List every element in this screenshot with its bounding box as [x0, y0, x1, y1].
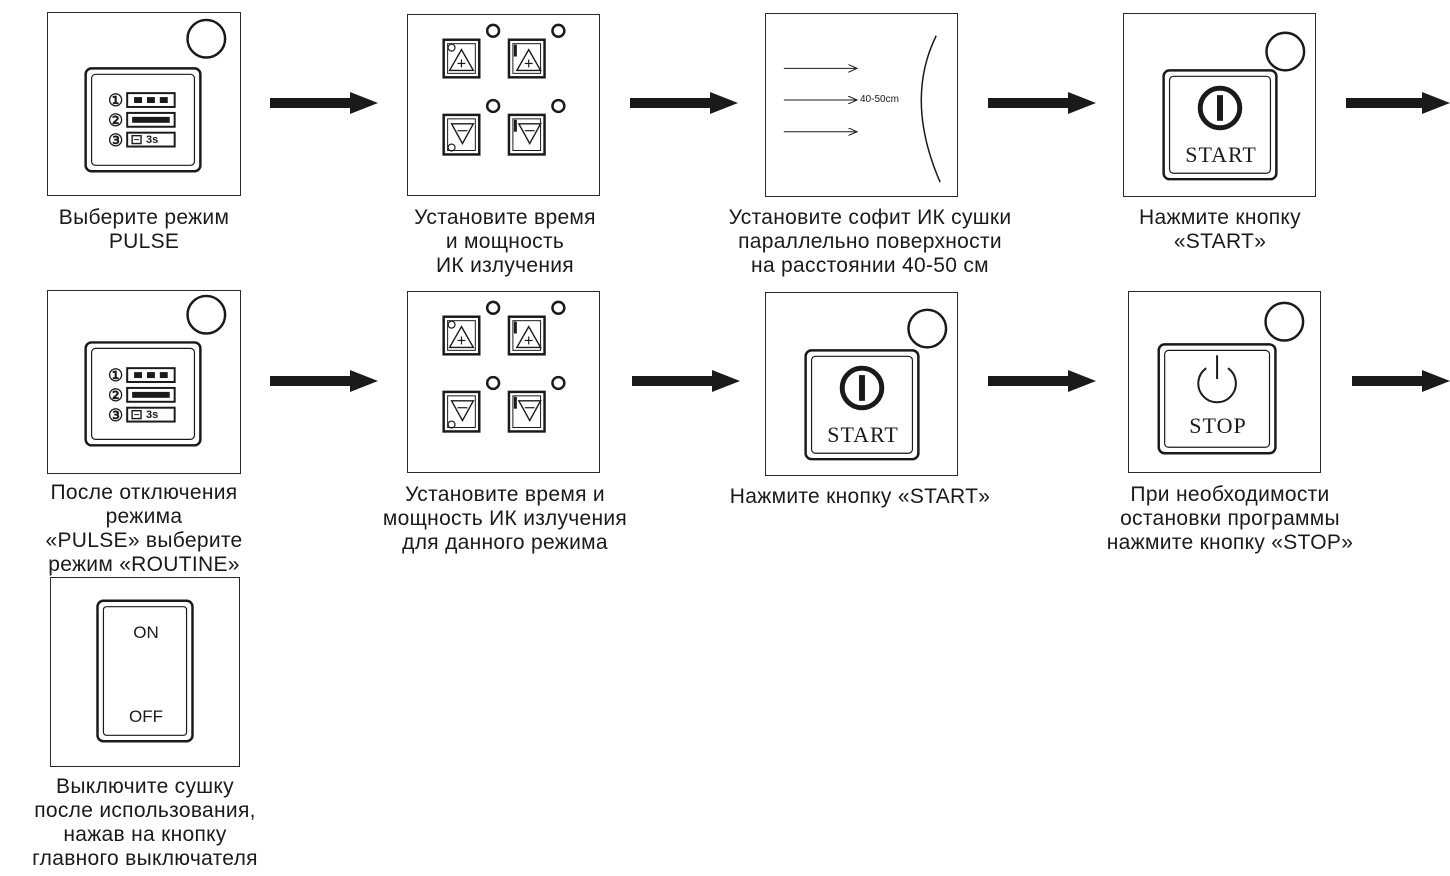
- indicator-ring-icon: [551, 98, 566, 114]
- stop-button-frame: [1157, 343, 1277, 455]
- step-select-routine-panel: ① ② ③ 3s: [47, 290, 241, 474]
- mode-selector-frame: [84, 67, 202, 173]
- step-select-routine-caption: После отключения режима «PULSE» выберите…: [45, 481, 243, 576]
- flow-arrow-icon: [1352, 370, 1450, 392]
- flow-arrow-icon: [1346, 92, 1450, 114]
- mode-row-1-number: ①: [108, 366, 124, 385]
- indicator-ring-icon: [907, 308, 948, 349]
- time-up-button: [442, 38, 481, 79]
- step-press-start-caption: Нажмите кнопку «START»: [1139, 206, 1301, 253]
- step-main-switch-panel: ON OFF: [50, 577, 240, 767]
- timer-label: 3s: [146, 134, 159, 146]
- mode-2-display: [126, 111, 176, 128]
- thermometer-icon: [513, 119, 517, 132]
- power-icon: [839, 365, 885, 411]
- indicator-ring-icon: [1265, 31, 1306, 72]
- indicator-ring-icon: [1264, 301, 1305, 342]
- mode-3-display: [126, 406, 176, 423]
- indicator-ring-icon: [485, 98, 501, 114]
- indicator-ring-icon: [551, 23, 566, 38]
- mode-selector-frame: [84, 341, 202, 447]
- step-press-start-routine-panel: START: [765, 292, 958, 476]
- flow-arrow-icon: [632, 370, 742, 392]
- lamp-distance-graphic: [783, 35, 941, 183]
- rocker-switch-frame: [96, 599, 194, 743]
- flow-arrow-icon: [630, 92, 740, 114]
- indicator-ring-icon: [186, 294, 227, 335]
- step-position-lamp-caption: Установите софит ИК сушки параллельно по…: [728, 206, 1012, 277]
- step-press-start-routine-caption: Нажмите кнопку «START»: [729, 485, 991, 508]
- indicator-ring-icon: [485, 23, 501, 38]
- stop-button-label: STOP: [1189, 413, 1247, 438]
- start-button-graphic: [804, 308, 948, 461]
- surface-curve: [920, 35, 941, 183]
- switch-off-label: OFF: [129, 707, 163, 726]
- step-set-time-power-panel: [407, 14, 600, 196]
- mode-panel-graphic: [84, 18, 227, 173]
- stop-button-graphic: [1157, 301, 1305, 455]
- flow-arrow-icon: [988, 370, 1098, 392]
- standby-icon: [1197, 367, 1237, 404]
- step-main-switch-caption: Выключите сушку после использования, наж…: [32, 775, 258, 870]
- indicator-ring-icon: [485, 300, 501, 315]
- indicator-ring-icon: [551, 300, 566, 315]
- timer-icon: [131, 409, 142, 420]
- clock-icon: [447, 43, 456, 52]
- power-down-button: [507, 113, 546, 156]
- mode-3-display: [126, 131, 176, 148]
- time-down-button: [442, 113, 481, 156]
- thermometer-icon: [513, 44, 517, 57]
- start-button-graphic: [1162, 31, 1306, 181]
- time-down-button: [442, 390, 481, 433]
- thermometer-icon: [513, 396, 517, 409]
- switch-on-label: ON: [133, 623, 159, 642]
- step-set-time-power-routine-panel: [407, 291, 600, 473]
- step-press-start-panel: START: [1123, 13, 1316, 197]
- power-up-button: [507, 315, 546, 356]
- timer-icon: [131, 134, 142, 145]
- start-button-frame: [804, 349, 920, 461]
- step-set-time-power-caption: Установите время и мощность ИК излучения: [414, 206, 596, 277]
- time-power-buttons-graphic: [442, 300, 566, 433]
- flow-arrow-icon: [270, 370, 380, 392]
- step-press-stop-caption: При необходимости остановки программы на…: [1106, 483, 1354, 554]
- thermometer-icon: [513, 321, 517, 334]
- distance-label: 40-50cm: [860, 94, 899, 105]
- indicator-ring-icon: [485, 375, 501, 391]
- start-button-label: START: [1185, 142, 1257, 167]
- main-switch-graphic: [96, 599, 194, 743]
- mode-row-3-number: ③: [108, 131, 124, 150]
- flow-arrow-icon: [988, 92, 1098, 114]
- time-power-buttons-graphic: [442, 23, 566, 156]
- power-icon: [1197, 85, 1243, 131]
- mode-row-2-number: ②: [108, 111, 124, 130]
- step-set-time-power-routine-caption: Установите время и мощность ИК излучения…: [382, 483, 628, 554]
- start-button-frame: [1162, 69, 1278, 181]
- timer-label: 3s: [146, 409, 159, 421]
- clock-icon: [447, 143, 456, 152]
- power-down-button: [507, 390, 546, 433]
- mode-1-display: [126, 367, 176, 383]
- step-select-pulse-panel: ① ② ③ 3s: [47, 12, 241, 196]
- time-up-button: [442, 315, 481, 356]
- indicator-ring-icon: [551, 375, 566, 391]
- start-button-label: START: [827, 422, 899, 447]
- mode-row-1-number: ①: [108, 91, 124, 110]
- step-press-stop-panel: STOP: [1128, 291, 1321, 473]
- flow-arrow-icon: [270, 92, 380, 114]
- indicator-ring-icon: [186, 18, 227, 59]
- mode-row-2-number: ②: [108, 386, 124, 405]
- mode-row-3-number: ③: [108, 406, 124, 425]
- clock-icon: [447, 420, 456, 429]
- mode-panel-graphic: [84, 294, 227, 447]
- clock-icon: [447, 320, 456, 329]
- power-up-button: [507, 38, 546, 79]
- step-position-lamp-panel: 40-50cm: [765, 13, 958, 197]
- step-select-pulse-caption: Выберите режим PULSE: [58, 206, 230, 253]
- mode-1-display: [126, 92, 176, 108]
- mode-2-display: [126, 386, 176, 403]
